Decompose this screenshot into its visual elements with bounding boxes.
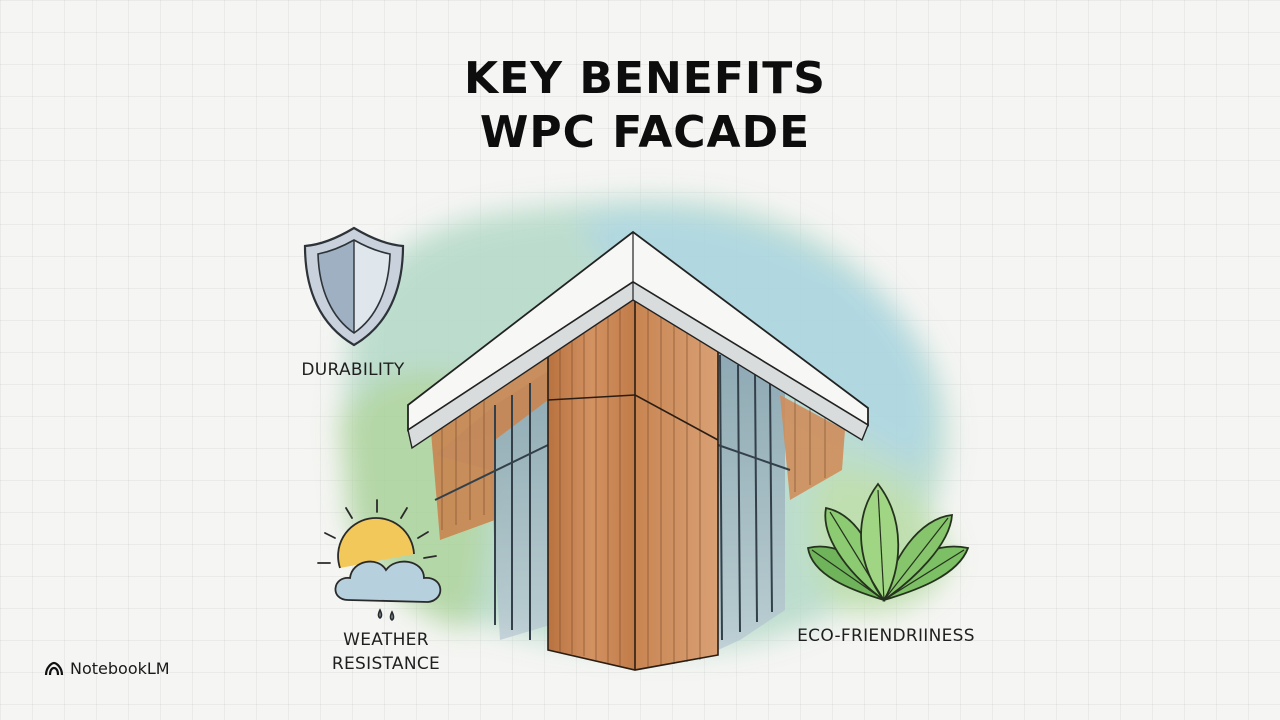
benefit-label-weather-line-2: RESISTANCE: [331, 654, 441, 674]
notebooklm-logo-icon: [44, 661, 64, 675]
leaves-icon: [806, 482, 970, 602]
slide-title: KEY BENEFITS WPC FACADE: [0, 52, 1280, 160]
shield-icon: [303, 226, 405, 347]
title-line-2: WPC FACADE: [479, 107, 811, 158]
benefit-label-weather-line-1: WEATHER: [343, 630, 429, 650]
sun-cloud-rain-icon: [317, 499, 442, 621]
building-illustration: [407, 230, 869, 671]
benefit-label-weather-resistance: WEATHER RESISTANCE: [318, 628, 454, 676]
benefit-label-durability: DURABILITY: [301, 360, 405, 380]
benefit-label-eco-friendliness: ECO-FRIENDRIINESS: [797, 626, 975, 646]
watermark-text: NotebookLM: [70, 659, 170, 678]
notebooklm-watermark: NotebookLM: [44, 659, 170, 678]
title-line-1: KEY BENEFITS: [464, 53, 826, 104]
